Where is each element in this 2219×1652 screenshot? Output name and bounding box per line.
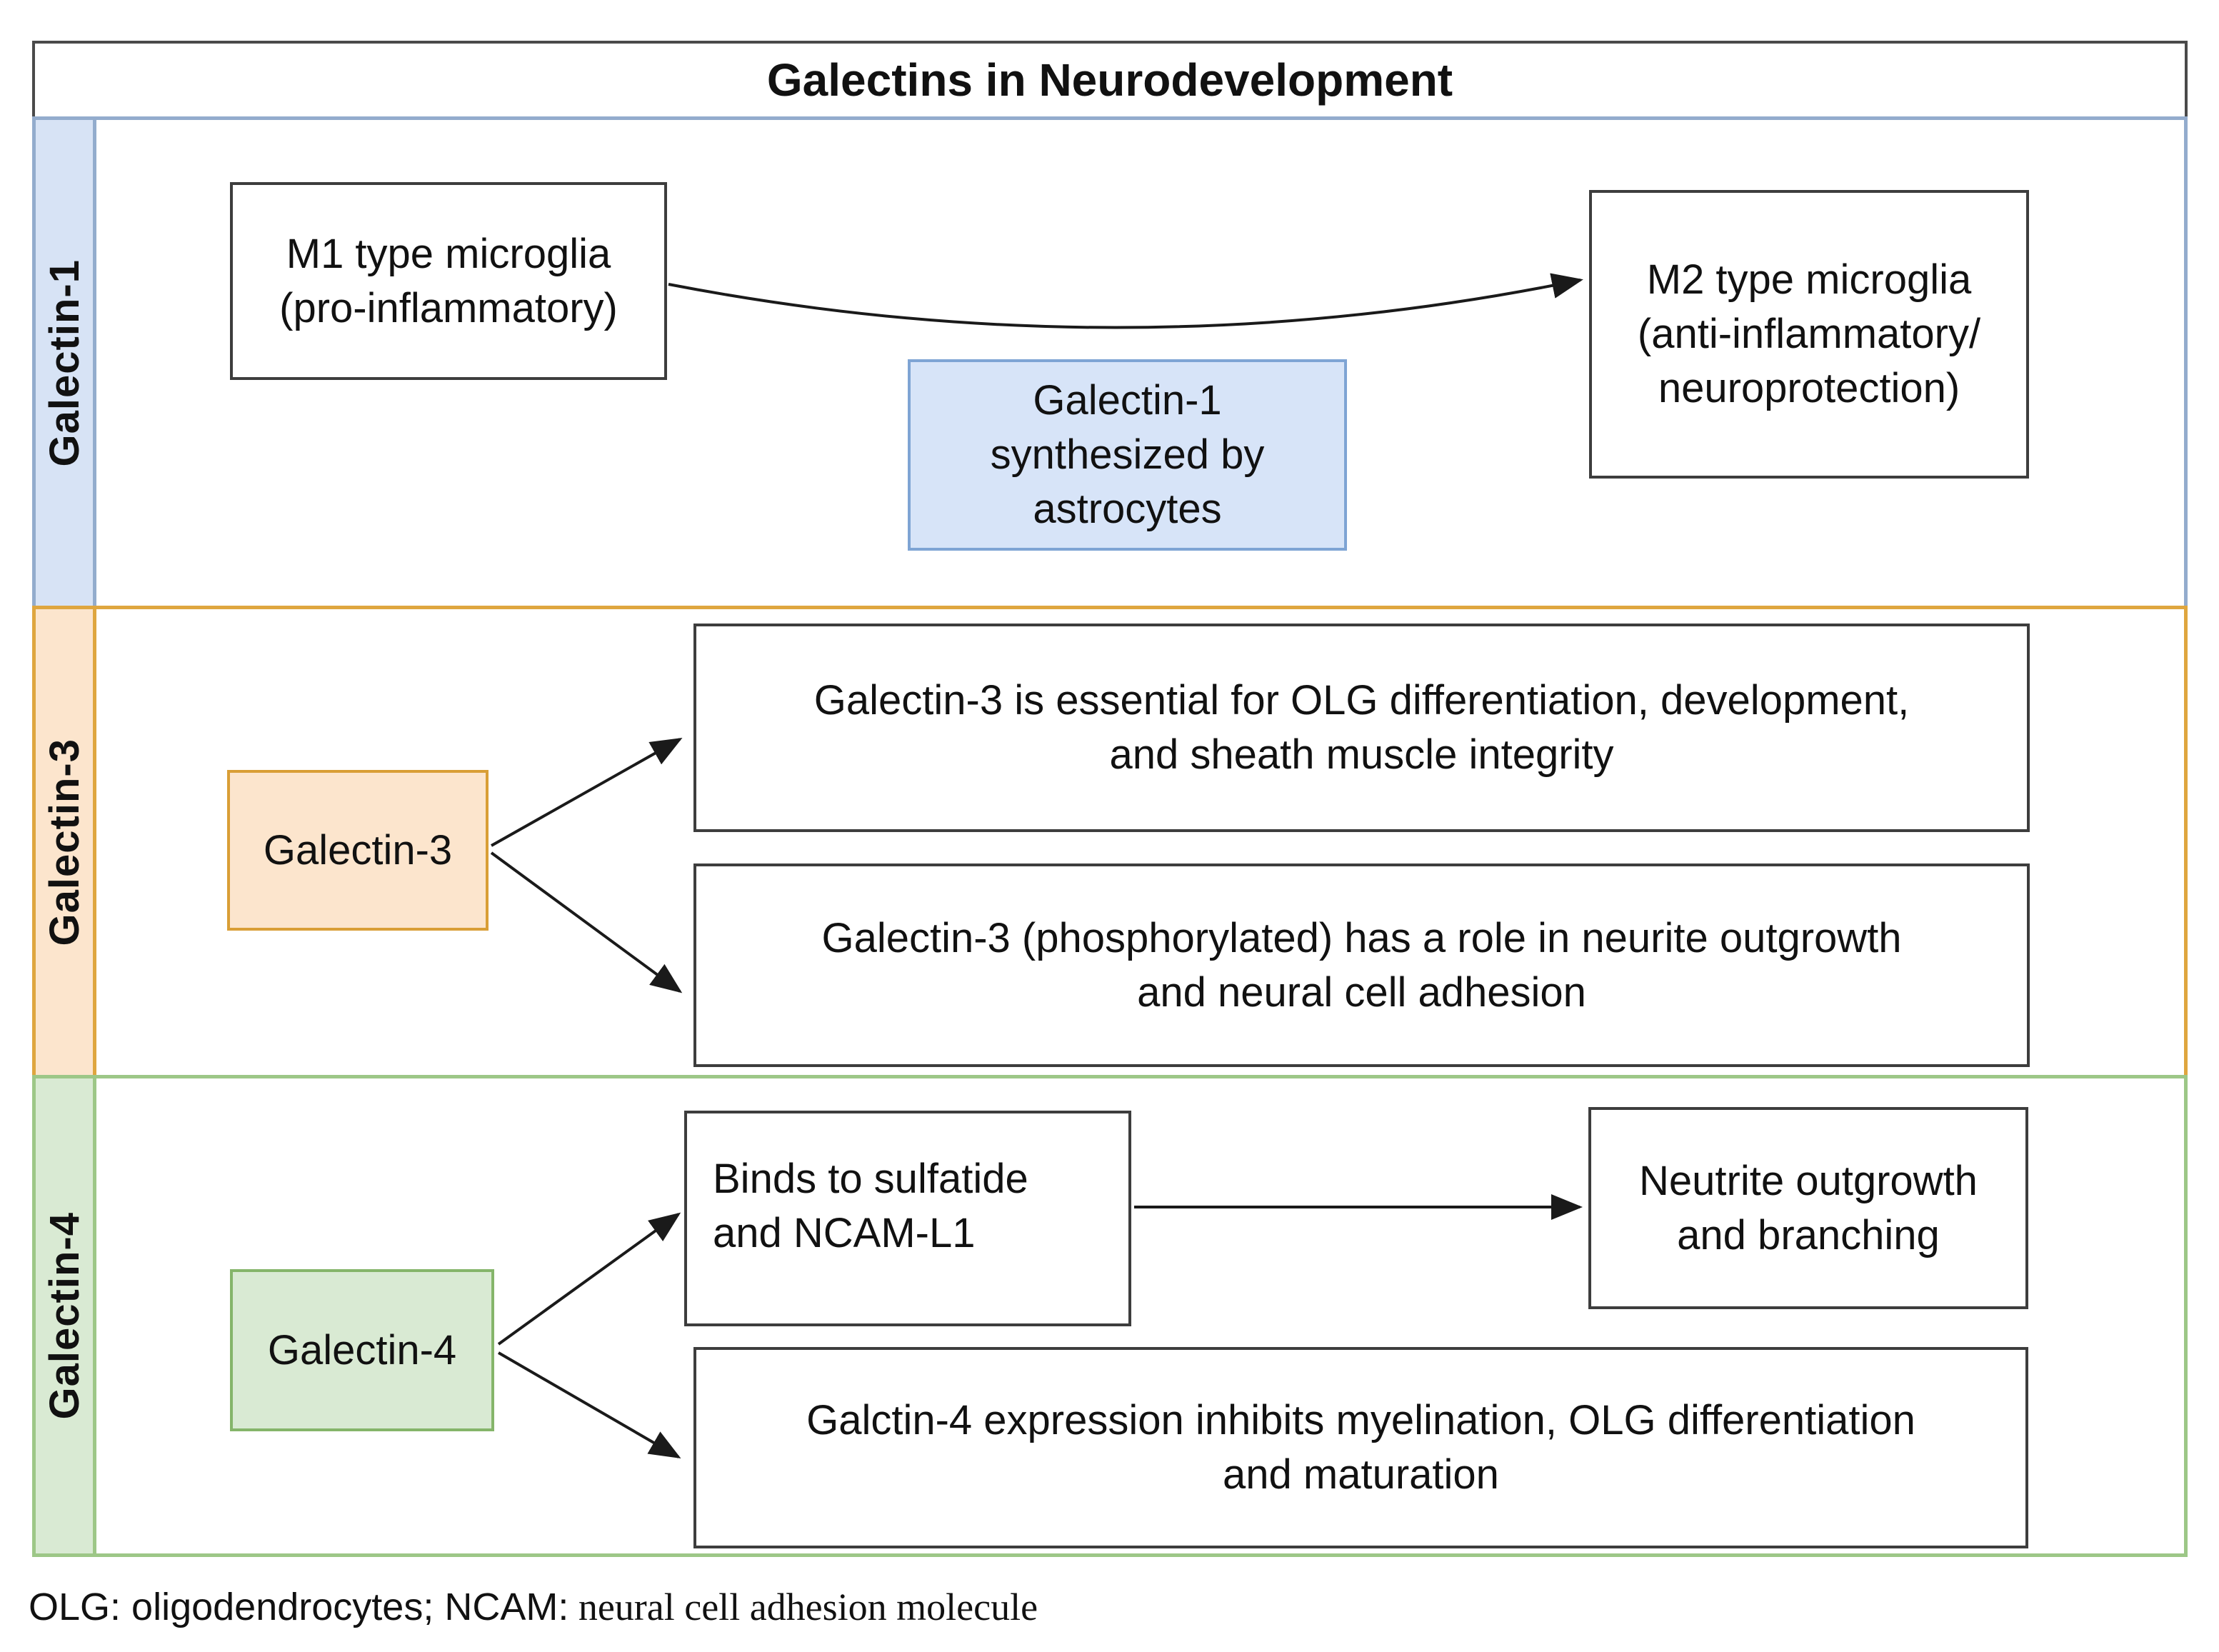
footnote-sans-part: OLG: oligodendrocytes; NCAM: (29, 1586, 569, 1628)
node-astro-line3: astrocytes (1033, 486, 1222, 532)
node-galectin3-finding1: Galectin-3 is essential for OLG differen… (693, 624, 2030, 832)
sidebar-label-galectin-1: Galectin-1 (41, 259, 88, 467)
node-astro-line1: Galectin-1 (1033, 377, 1222, 424)
binds-line2: and NCAM-L1 (713, 1210, 976, 1256)
outcome-line1: Neutrite outgrowth (1639, 1157, 1978, 1204)
node-m1-microglia: M1 type microglia (pro-inflammatory) (230, 182, 667, 380)
node-m2-line2: (anti-inflammatory/ (1637, 311, 1981, 357)
node-astro-line2: synthesized by (990, 431, 1265, 478)
galectin3-finding1-line1: Galectin-3 is essential for OLG differen… (813, 677, 1910, 724)
galectin4-label-text: Galectin-4 (267, 1326, 457, 1373)
diagram-title-bar: Galectins in Neurodevelopment (32, 41, 2188, 116)
node-neutrite-outgrowth: Neutrite outgrowth and branching (1588, 1107, 2028, 1309)
node-m1-line2: (pro-inflammatory) (279, 284, 618, 331)
outcome-line2: and branching (1677, 1211, 1940, 1258)
node-galectin4-finding: Galctin-4 expression inhibits myelinatio… (693, 1347, 2028, 1548)
galectin3-finding1-line2: and sheath muscle integrity (1109, 731, 1614, 778)
node-m2-line1: M2 type microglia (1646, 256, 1972, 303)
galectin4-finding-line1: Galctin-4 expression inhibits myelinatio… (806, 1397, 1915, 1443)
sidebar-item-galectin-3: Galectin-3 (36, 609, 96, 1075)
node-galectin4-label: Galectin-4 (230, 1269, 494, 1431)
page-title: Galectins in Neurodevelopment (766, 54, 1453, 106)
node-galectin3-label: Galectin-3 (227, 770, 489, 931)
abbreviation-footnote: OLG: oligodendrocytes; NCAM: neural cell… (29, 1582, 2185, 1632)
node-m2-line3: neuroprotection) (1658, 365, 1960, 411)
footnote-serif-part: neural cell adhesion molecule (568, 1586, 1038, 1628)
node-m1-line1: M1 type microglia (286, 230, 611, 277)
sidebar-item-galectin-1: Galectin-1 (36, 120, 96, 606)
node-galectin1-astrocytes: Galectin-1 synthesized by astrocytes (908, 359, 1347, 551)
galectin4-finding-line2: and maturation (1223, 1451, 1499, 1498)
galectin3-finding2-line1: Galectin-3 (phosphorylated) has a role i… (821, 914, 1902, 961)
binds-line1: Binds to sulfatide (713, 1156, 1028, 1202)
node-galectin3-finding2: Galectin-3 (phosphorylated) has a role i… (693, 863, 2030, 1067)
sidebar-label-galectin-4: Galectin-4 (41, 1212, 88, 1420)
galectin3-finding2-line2: and neural cell adhesion (1137, 968, 1586, 1016)
sidebar-item-galectin-4: Galectin-4 (36, 1078, 96, 1553)
node-binds-sulfatide: Binds to sulfatide and NCAM-L1 (684, 1111, 1131, 1326)
node-m2-microglia: M2 type microglia (anti-inflammatory/ ne… (1589, 190, 2029, 479)
galectin3-label-text: Galectin-3 (263, 826, 453, 873)
sidebar-label-galectin-3: Galectin-3 (41, 738, 88, 946)
